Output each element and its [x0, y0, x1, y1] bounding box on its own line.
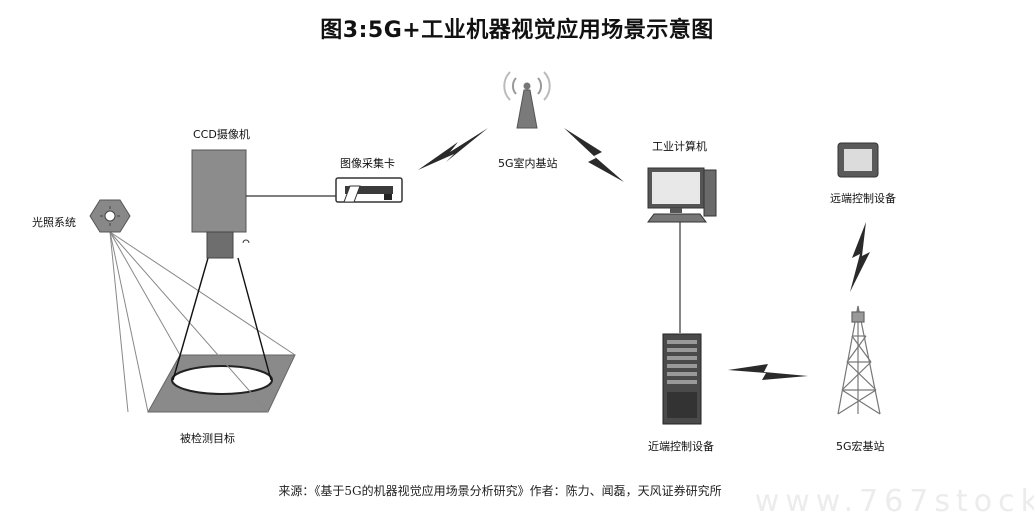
server-icon: [662, 333, 702, 425]
inspection-target-label: 被检测目标: [180, 432, 235, 445]
lightning-icon: [564, 128, 624, 182]
indoor-base-station-label: 5G室内基站: [498, 157, 558, 170]
antenna-icon: [503, 71, 551, 129]
source-note: 来源：《基于5G的机器视觉应用场景分析研究》作者：陈力、闻磊，天风证券研究所: [278, 484, 722, 498]
light-rays: [109, 231, 296, 413]
macro-base-station-label: 5G宏基站: [836, 440, 885, 453]
capture-card-label: 图像采集卡: [340, 157, 395, 170]
lamp-icon: [89, 199, 131, 233]
lightning-icon: [850, 222, 870, 292]
lightning-icon: [728, 364, 808, 380]
camera-icon: [191, 149, 250, 259]
tablet-icon: [837, 142, 879, 178]
camera-view-cone: [172, 257, 272, 381]
lighting-system-label: 光照系统: [32, 216, 76, 229]
computer-icon: [647, 167, 717, 223]
diagram-canvas: [89, 71, 881, 425]
inspection-target-plate: [147, 354, 296, 413]
industrial-computer-label: 工业计算机: [652, 140, 707, 153]
tower-icon: [837, 305, 881, 415]
capture-card-icon: [335, 177, 403, 203]
watermark: www.767stock: [754, 484, 1034, 519]
remote-control-label: 远端控制设备: [830, 192, 896, 205]
diagram-title: 图3:5G+工业机器视觉应用场景示意图: [320, 18, 714, 43]
local-control-label: 近端控制设备: [648, 440, 714, 453]
ccd-camera-label: CCD摄像机: [193, 128, 250, 141]
lightning-icon: [418, 128, 488, 170]
